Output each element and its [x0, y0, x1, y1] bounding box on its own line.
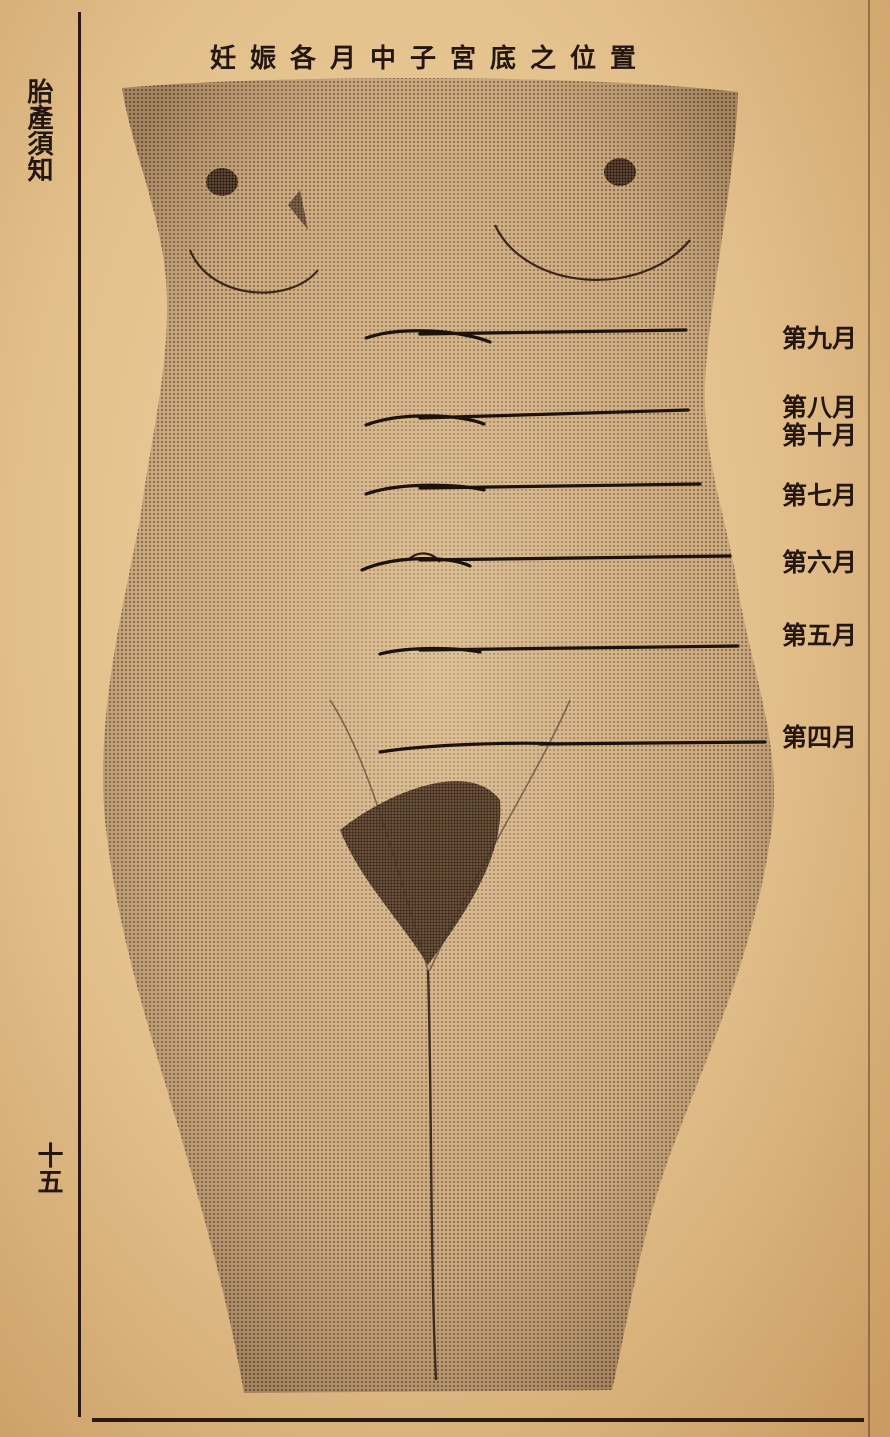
month-label-4: 月四第 [782, 724, 882, 752]
right-nipple [604, 158, 636, 186]
month-label-5: 月五第 [782, 622, 882, 650]
month-label-9: 月九第 [782, 325, 882, 353]
month-label-10: 月十第 [782, 422, 882, 450]
month-label-8: 月八第 [782, 394, 882, 422]
left-nipple [206, 168, 238, 196]
month-label-7: 月七第 [782, 482, 882, 510]
month-label-6: 月六第 [782, 549, 882, 577]
